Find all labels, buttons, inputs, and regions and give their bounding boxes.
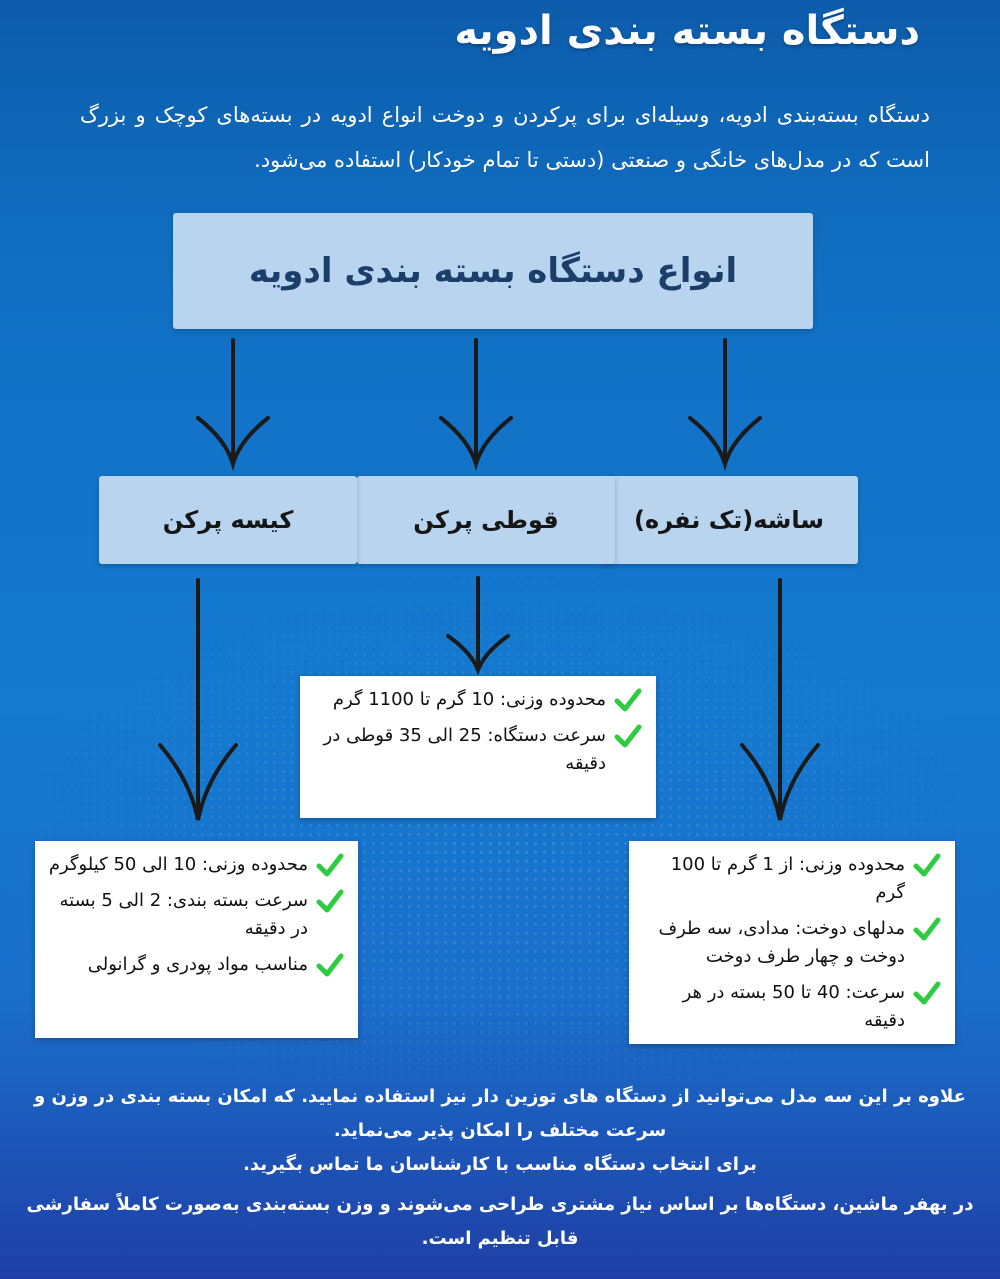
- check-icon: [913, 917, 941, 941]
- arrow-bag-to-panel: [158, 578, 238, 821]
- check-icon: [316, 953, 344, 977]
- arrow-to-sachet: [688, 338, 762, 472]
- types-title-box: انواع دستگاه بسته بندی ادویه: [173, 213, 813, 329]
- outro-line: علاوه بر این سه مدل می‌توانید از دستگاه …: [34, 1086, 966, 1141]
- intro-paragraph: دستگاه بسته‌بندی ادویه، وسیله‌ای برای پر…: [80, 103, 930, 172]
- panel-sachet-specs: محدوده وزنی: از 1 گرم تا 100 گرم مدلهای …: [629, 841, 955, 1044]
- outro-line: برای انتخاب دستگاه مناسب با کارشناسان ما…: [243, 1154, 757, 1175]
- arrow-can-to-panel: [446, 576, 510, 676]
- check-icon: [614, 688, 642, 712]
- arrow-to-bag: [196, 338, 270, 472]
- panel-bag-specs: محدوده وزنی: 10 الی 50 کیلوگرم سرعت بسته…: [35, 841, 358, 1038]
- category-can-filler: قوطی پرکن: [357, 476, 615, 564]
- list-item: محدوده وزنی: از 1 گرم تا 100 گرم: [639, 851, 941, 907]
- list-item: مدلهای دوخت: مدادی، سه طرف دوخت و چهار ط…: [639, 915, 941, 971]
- category-sachet: ساشه(تک نفره): [600, 476, 858, 564]
- check-icon: [614, 724, 642, 748]
- arrow-sachet-to-panel: [740, 578, 820, 821]
- list-item: محدوده وزنی: 10 گرم تا 1100 گرم: [310, 686, 642, 714]
- list-item: سرعت بسته بندی: 2 الی 5 بسته در دقیقه: [45, 887, 344, 943]
- outro-line: در بهفر ماشین، دستگاه‌ها بر اساس نیاز مش…: [26, 1194, 974, 1249]
- outro-text: علاوه بر این سه مدل می‌توانید از دستگاه …: [10, 1080, 990, 1256]
- list-item: سرعت دستگاه: 25 الی 35 قوطی در دقیقه: [310, 722, 642, 778]
- category-bag-filler: کیسه پرکن: [99, 476, 357, 564]
- list-item: سرعت: 40 تا 50 بسته در هر دقیقه: [639, 979, 941, 1035]
- check-icon: [913, 981, 941, 1005]
- panel-can-specs: محدوده وزنی: 10 گرم تا 1100 گرم سرعت دست…: [300, 676, 656, 818]
- check-icon: [913, 853, 941, 877]
- list-item: مناسب مواد پودری و گرانولی: [45, 951, 344, 979]
- list-item: محدوده وزنی: 10 الی 50 کیلوگرم: [45, 851, 344, 879]
- check-icon: [316, 889, 344, 913]
- page-title: دستگاه بسته بندی ادویه: [454, 8, 920, 54]
- arrow-to-can: [439, 338, 513, 472]
- types-title: انواع دستگاه بسته بندی ادویه: [248, 251, 738, 291]
- check-icon: [316, 853, 344, 877]
